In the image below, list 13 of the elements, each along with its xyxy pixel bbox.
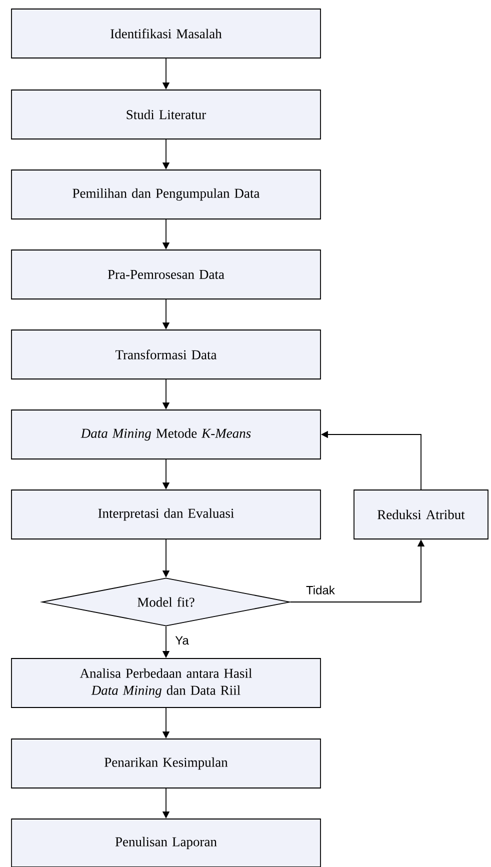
process-box: Identifikasi Masalah [11,8,321,58]
process-box: Penarikan Kesimpulan [11,738,321,788]
process-box: Pemilihan dan Pengumpulan Data [11,170,321,220]
process-box: Penulisan Laporan [11,818,321,867]
edge-label: Ya [174,635,190,646]
process-box: Data Mining Metode K-Means [11,410,321,460]
process-box: Analisa Perbedaan antara Hasil Data Mining dan Data Riil [11,658,321,708]
process-box: Interpretasi dan Evaluasi [11,490,321,540]
process-box: Transformasi Data [11,330,321,380]
process-box: Reduksi Atribut [354,490,488,540]
edge-label: Tidak [305,584,336,596]
process-box: Studi Literatur [11,90,321,140]
process-box: Pra-Pemrosesan Data [11,250,321,300]
